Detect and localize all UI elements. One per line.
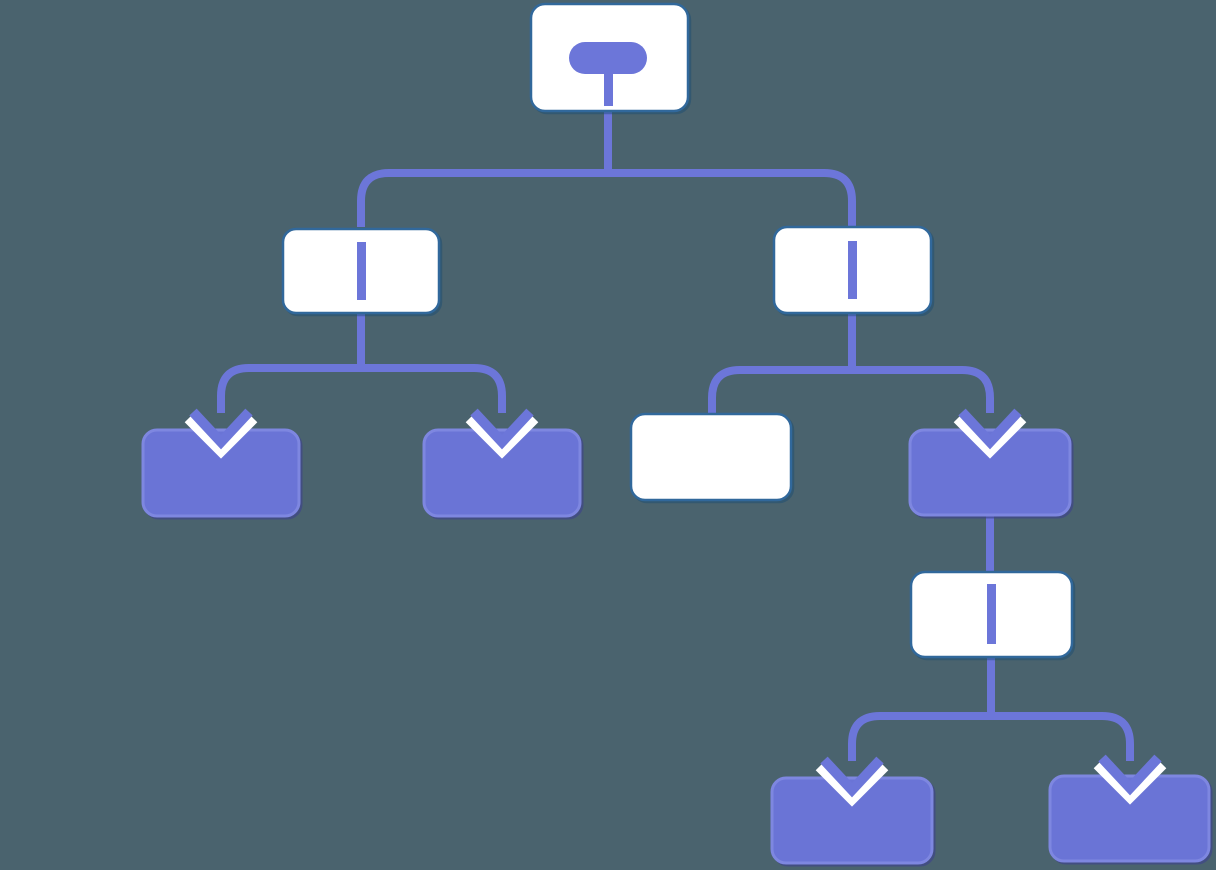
vertical-bar-icon (357, 242, 366, 300)
node-leaf-1-box[interactable] (141, 428, 301, 518)
node-leaf-4[interactable] (770, 776, 934, 865)
node-leaf-5-box[interactable] (1048, 774, 1211, 863)
connectors (217, 108, 1134, 761)
node-leaf-3-box[interactable] (908, 428, 1072, 517)
double-chevron-down-icon (1093, 754, 1167, 805)
node-leaf-3[interactable] (908, 428, 1072, 517)
chevron-purple-stroke (189, 408, 253, 450)
node-leaf-2-box[interactable] (422, 428, 582, 518)
connector-branch-right-rail (708, 366, 994, 414)
double-chevron-down-icon (184, 408, 258, 459)
node-branch-right[interactable] (772, 225, 933, 315)
chevron-purple-stroke (1098, 754, 1162, 796)
pill-with-stem-icon (569, 42, 647, 106)
chevron-purple-stroke (470, 408, 534, 450)
node-branch-bottom[interactable] (909, 570, 1074, 659)
connector-branch-left-rail (217, 364, 506, 413)
connector-level1-rail (357, 169, 856, 227)
node-leaf-5[interactable] (1048, 774, 1211, 863)
chevron-purple-stroke (820, 756, 884, 798)
node-plain-white[interactable] (629, 412, 793, 502)
chevron-markers (184, 408, 1167, 807)
node-branch-left[interactable] (281, 227, 441, 315)
node-plain-white-box[interactable] (629, 412, 793, 502)
node-root[interactable] (529, 2, 690, 113)
chevron-purple-stroke (958, 408, 1022, 450)
double-chevron-down-icon (815, 756, 889, 807)
node-leaf-1[interactable] (141, 428, 301, 518)
vertical-bar-icon (848, 241, 857, 299)
vertical-bar-icon (987, 584, 996, 644)
connector-branch-bottom-rail (848, 712, 1134, 761)
node-leaf-4-box[interactable] (770, 776, 934, 865)
pill-shape (569, 42, 647, 74)
pill-stem (604, 72, 613, 106)
double-chevron-down-icon (953, 408, 1027, 459)
node-leaf-2[interactable] (422, 428, 582, 518)
double-chevron-down-icon (465, 408, 539, 459)
